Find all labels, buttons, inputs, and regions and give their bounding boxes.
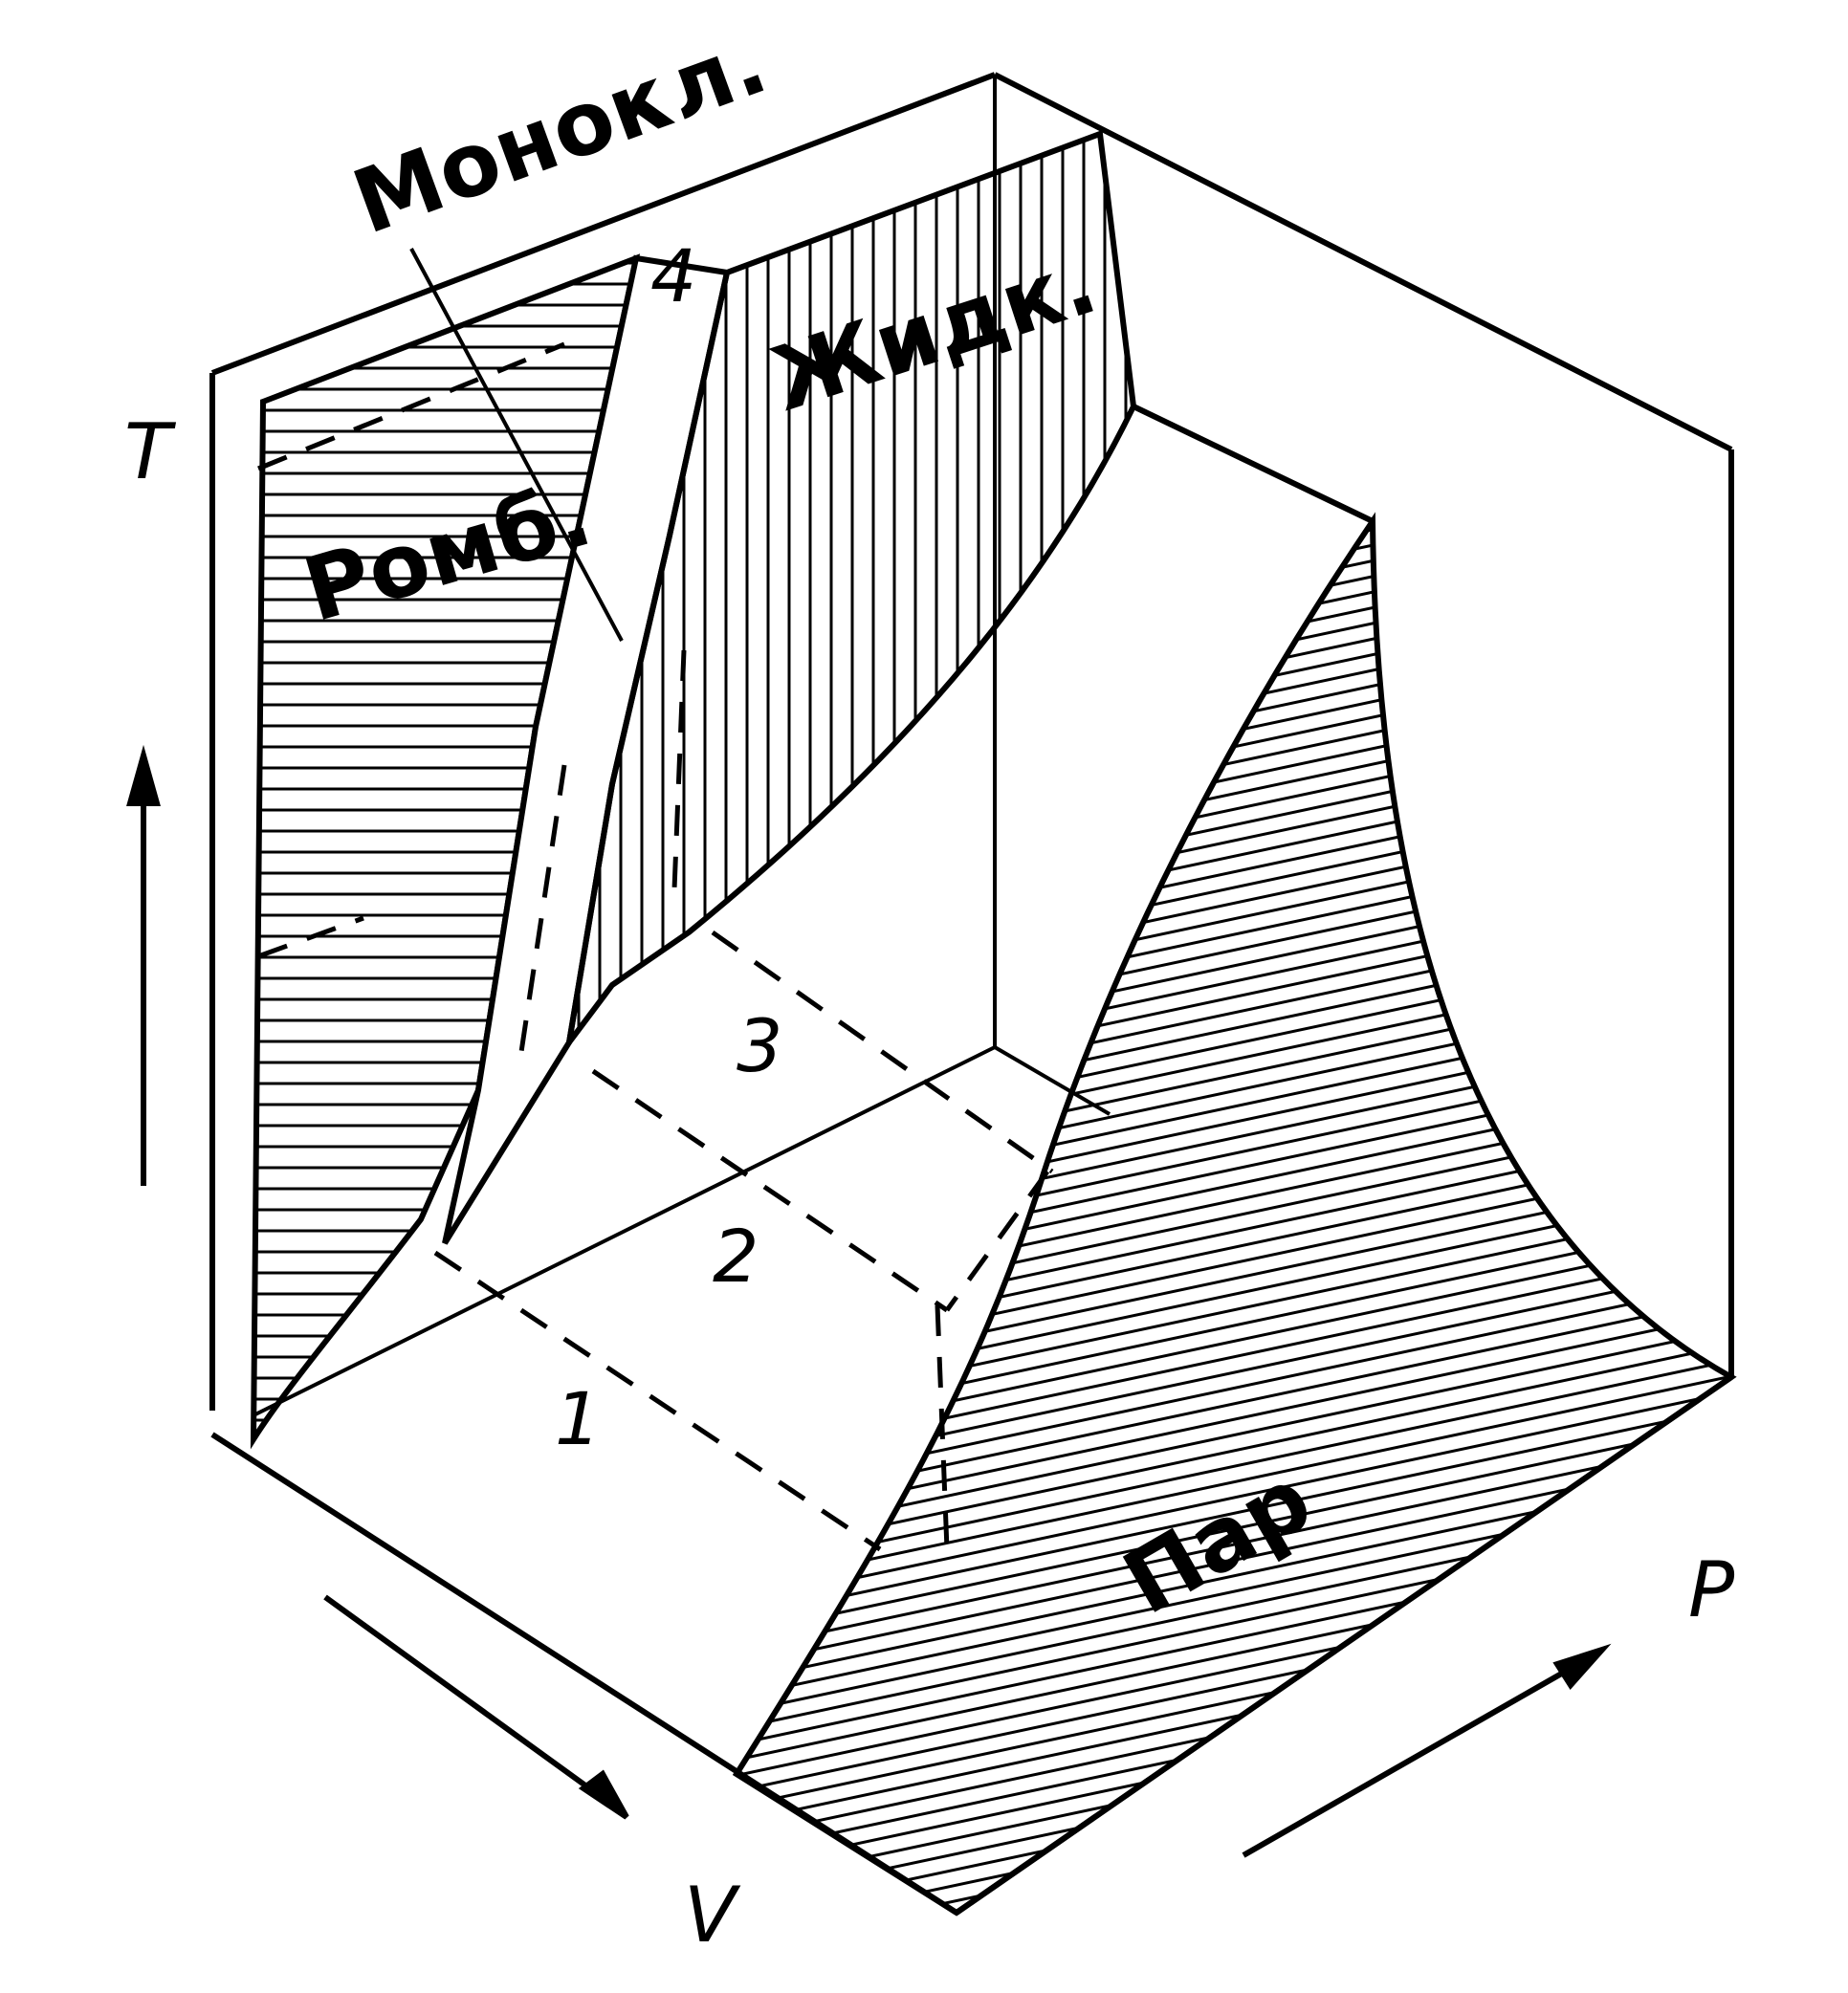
t-axis-arrow-head xyxy=(126,744,161,806)
point-label-1: 1 xyxy=(555,1376,601,1461)
box-edge-back-floor-left xyxy=(253,1045,996,1417)
box-edge-top-left xyxy=(210,72,997,376)
tie-line-liquid xyxy=(671,649,687,890)
point-label-4: 4 xyxy=(650,233,696,318)
tie-lines xyxy=(257,341,1375,1552)
v-axis-arrow-shaft xyxy=(323,1594,605,1801)
p-axis-arrow-head xyxy=(1552,1643,1612,1690)
monoclinic-pointer xyxy=(409,248,624,642)
v-axis-arrow-head xyxy=(578,1769,629,1820)
liquid-region xyxy=(566,129,1137,1044)
tie-line-2 xyxy=(591,1068,949,1313)
axis-label-p: P xyxy=(1688,1545,1735,1634)
tie-line-rhombic-1 xyxy=(257,341,565,471)
tie-line-1 xyxy=(433,1250,882,1552)
box-edge-top-right xyxy=(993,72,1733,452)
tie-line-vert-a xyxy=(935,1304,950,1550)
rhombic-region xyxy=(250,253,641,1450)
point-label-3: 3 xyxy=(737,1003,782,1088)
axis-arrows xyxy=(126,744,1612,1858)
tie-line-rhombic-2 xyxy=(257,915,364,959)
axis-label-v: V xyxy=(684,1871,741,1960)
tie-line-vert-b xyxy=(944,1170,1050,1312)
tie-line-top xyxy=(1132,404,1375,524)
monoclinic-label: Моноκл. xyxy=(341,11,780,253)
point-label-2: 2 xyxy=(713,1214,759,1299)
axis-label-t: T xyxy=(124,407,177,496)
tie-line-3 xyxy=(711,930,1054,1174)
vapor-region xyxy=(732,512,1737,1916)
p-axis-arrow-shaft xyxy=(1242,1661,1580,1858)
